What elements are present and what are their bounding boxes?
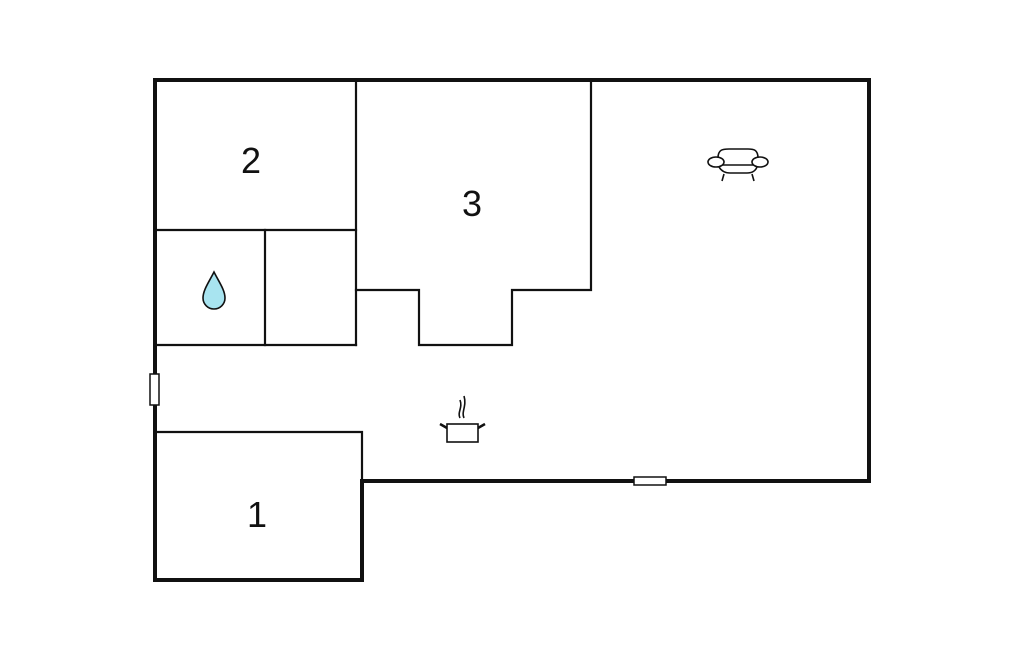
room-label-2: 2 xyxy=(241,140,261,181)
door-bottom xyxy=(633,476,667,486)
sofa-icon xyxy=(707,148,769,182)
room-label-1: 1 xyxy=(247,494,267,535)
inner-walls xyxy=(153,78,593,483)
water-drop-icon xyxy=(202,270,226,310)
outer-wall xyxy=(153,78,871,582)
door-left xyxy=(149,373,160,406)
room-label-3: 3 xyxy=(462,183,482,224)
cooking-pot-icon xyxy=(439,395,486,443)
